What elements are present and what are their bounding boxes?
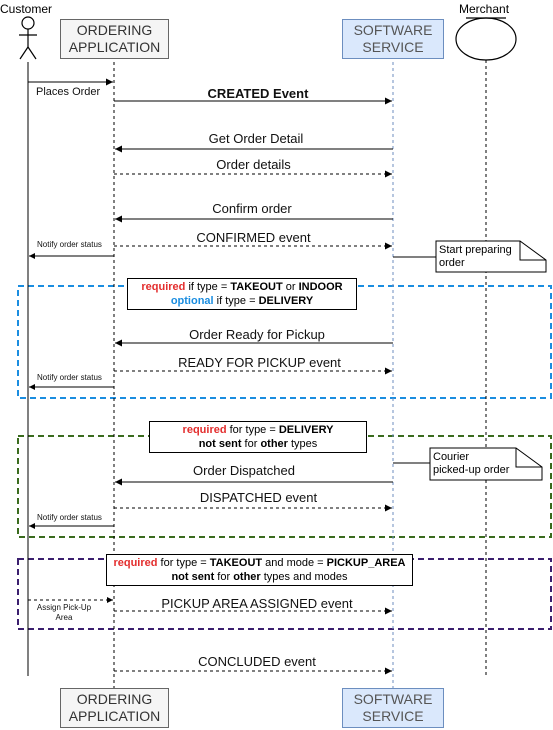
ordering-app-box-top: ORDERING APPLICATION (60, 19, 169, 59)
assign-pickup-line-2: Area (55, 613, 73, 622)
type-value: DELIVERY (278, 424, 334, 436)
msg-notify-2: Notify order status (37, 373, 102, 382)
ordering-app-box-bottom: ORDERING APPLICATION (60, 688, 169, 728)
msg-confirmed-event: CONFIRMED event (196, 230, 311, 245)
group-frame-purple (17, 558, 552, 630)
merchant-entity-shape (455, 17, 517, 61)
msg-notify-1: Notify order status (37, 240, 102, 249)
msg-confirm-order: Confirm order (212, 201, 292, 216)
condition-text: for type = (157, 557, 210, 569)
ordering-app-line-1: ORDERING (76, 691, 153, 707)
ordering-app-line-2: APPLICATION (68, 708, 161, 724)
msg-concluded-event: CONCLUDED event (198, 654, 316, 669)
note-start-preparing-shape (435, 240, 547, 273)
msg-notify-3: Notify order status (37, 513, 102, 522)
required-text: required (182, 424, 227, 436)
condition-pickup-area: required for type = TAKEOUT and mode = P… (106, 554, 413, 586)
condition-row: required for type = DELIVERY (153, 423, 363, 437)
required-text: required (141, 281, 186, 293)
condition-text: if type = (213, 295, 259, 307)
condition-row: required for type = TAKEOUT and mode = P… (110, 556, 409, 570)
assign-pickup-line-1: Assign Pick-Up (36, 603, 92, 612)
msg-get-order-detail: Get Order Detail (208, 131, 304, 146)
ordering-app-line-1: ORDERING (76, 22, 153, 38)
msg-dispatched-event: DISPATCHED event (199, 490, 318, 505)
software-service-box-bottom: SOFTWARE SERVICE (342, 688, 444, 728)
msg-places-order: Places Order (36, 86, 101, 98)
note-start-preparing: Start preparing order (439, 244, 512, 270)
not-sent-text: not sent (198, 438, 242, 450)
software-service-line-2: SERVICE (362, 39, 424, 55)
msg-order-ready: Order Ready for Pickup (189, 327, 325, 342)
note-start-preparing-line-1: Start preparing (439, 244, 512, 256)
msg-ready-event: READY FOR PICKUP event (178, 355, 341, 370)
condition-text: for (214, 571, 234, 583)
group-frame-blue (17, 285, 552, 399)
condition-row: required if type = TAKEOUT or INDOOR (131, 280, 353, 294)
software-service-line-2: SERVICE (362, 708, 424, 724)
type-value: TAKEOUT (230, 281, 283, 293)
msg-order-dispatched: Order Dispatched (193, 463, 295, 478)
msg-order-details: Order details (216, 157, 291, 172)
note-courier: Courier picked-up order (433, 451, 509, 477)
software-service-box-top: SOFTWARE SERVICE (342, 19, 444, 59)
type-value: DELIVERY (258, 295, 314, 307)
condition-delivery: required for type = DELIVERY not sent fo… (149, 421, 367, 453)
condition-text: types (287, 438, 318, 450)
condition-takeout-indoor: required if type = TAKEOUT or INDOOR opt… (127, 278, 357, 310)
other-text: other (233, 571, 261, 583)
group-frame-green (17, 435, 552, 538)
condition-text: for (241, 438, 261, 450)
condition-row: not sent for other types and modes (110, 570, 409, 584)
other-text: other (260, 438, 288, 450)
condition-row: optional if type = DELIVERY (131, 294, 353, 308)
msg-assign-pickup: Assign Pick-Up Area (32, 603, 96, 623)
ordering-app-line-2: APPLICATION (68, 39, 161, 55)
required-text: required (113, 557, 158, 569)
software-service-line-1: SOFTWARE (353, 691, 433, 707)
condition-text: and mode = (262, 557, 327, 569)
note-courier-line-2: picked-up order (433, 464, 510, 476)
software-service-line-1: SOFTWARE (353, 22, 433, 38)
note-courier-shape (429, 447, 543, 481)
not-sent-text: not sent (171, 571, 215, 583)
optional-text: optional (170, 295, 214, 307)
mode-value: PICKUP_AREA (326, 557, 406, 569)
condition-text: if type = (185, 281, 231, 293)
customer-actor-figure (19, 16, 37, 60)
condition-text: for type = (226, 424, 279, 436)
msg-created-event: CREATED Event (207, 86, 309, 101)
merchant-label: Merchant (459, 2, 510, 16)
note-start-preparing-line-2: order (439, 257, 465, 269)
msg-pickup-assigned-event: PICKUP AREA ASSIGNED event (161, 596, 353, 611)
note-courier-line-1: Courier (433, 451, 470, 463)
type-value: TAKEOUT (209, 557, 263, 569)
type-value: INDOOR (298, 281, 343, 293)
condition-text: or (282, 281, 299, 293)
customer-label: Customer (0, 2, 53, 16)
condition-row: not sent for other types (153, 437, 363, 451)
condition-text: types and modes (260, 571, 348, 583)
